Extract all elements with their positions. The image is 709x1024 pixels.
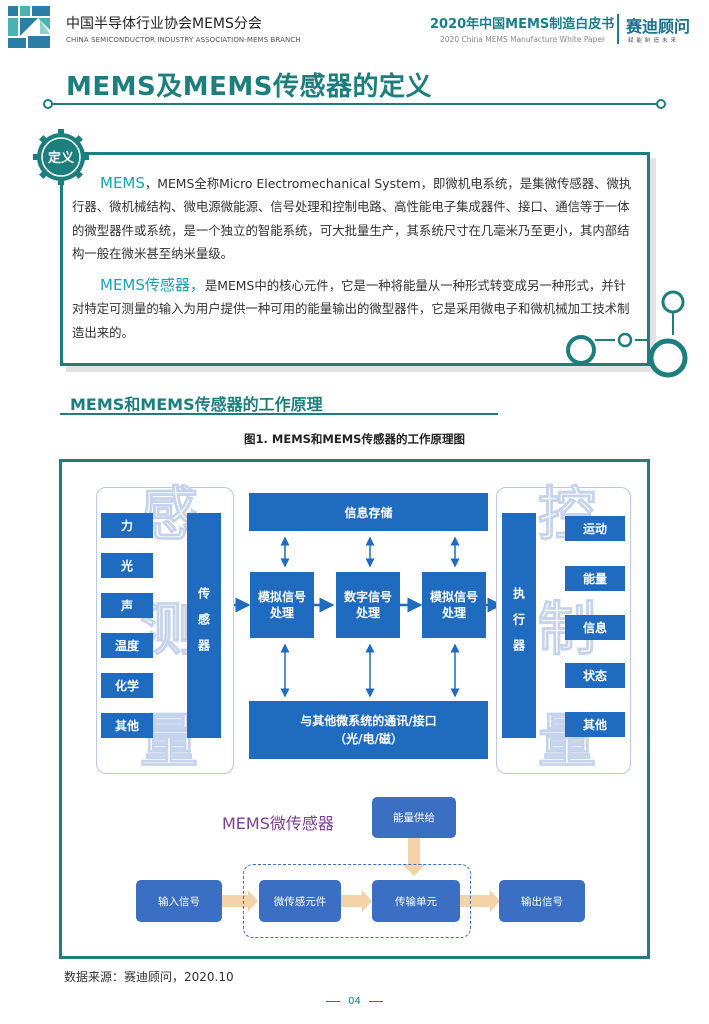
output-other: 其他 (565, 712, 625, 737)
communication-types: （光/电/磁） (334, 732, 403, 746)
association-name-en: CHINA SEMICONDUCTOR INDUSTRY ASSOCIATION… (66, 36, 301, 44)
page-number-value: 04 (348, 996, 361, 1007)
output-information: 信息 (565, 615, 625, 640)
input-chemical: 化学 (101, 673, 153, 698)
sensor-block: 传感器 (187, 513, 221, 738)
communication-block: 与其他微系统的通讯/接口 （光/电/磁） (249, 701, 488, 759)
title-underline (50, 103, 660, 105)
input-temperature: 温度 (101, 633, 153, 658)
communication-label: 与其他微系统的通讯/接口 (300, 714, 437, 728)
figure-frame (59, 459, 650, 959)
data-source: 数据来源：赛迪顾问，2020.10 (64, 970, 234, 984)
definition-box (60, 152, 650, 366)
whitepaper-title-en: 2020 China MEMS Manufacture White Paper (440, 35, 606, 44)
definition-badge-label: 定义 (47, 151, 74, 166)
output-motion: 运动 (565, 516, 625, 541)
title-line-dot-right (656, 99, 666, 109)
section-underline (60, 413, 498, 415)
input-force: 力 (101, 513, 153, 538)
definition-badge-icon (33, 129, 89, 185)
title-line-dot-left (43, 99, 53, 109)
input-sound: 声 (101, 593, 153, 618)
output-state: 状态 (565, 663, 625, 688)
input-signal-block: 输入信号 (136, 880, 222, 922)
micro-sensing-element-block: 微传感元件 (259, 880, 341, 922)
decorative-circles (566, 290, 688, 378)
ccid-slogan: 赋能制造未来 (628, 38, 680, 44)
transfer-unit-block: 传输单元 (372, 880, 460, 922)
section-title: MEMS和MEMS传感器的工作原理 (70, 395, 323, 414)
ccid-logo: 赛迪顾问 (626, 17, 691, 36)
mems-definition-text: ，MEMS全称Micro Electromechanical System，即微… (72, 176, 632, 261)
figure-caption: 图1. MEMS和MEMS传感器的工作原理图 (244, 432, 465, 446)
definition-paragraph-2: MEMS传感器，是MEMS中的核心元件，它是一种将能量从一种形式转变成另一种形式… (72, 274, 637, 344)
association-logo (8, 6, 50, 48)
output-signal-block: 输出信号 (499, 880, 585, 922)
header-divider (617, 14, 619, 44)
association-name-cn: 中国半导体行业协会MEMS分会 (66, 16, 262, 32)
input-other: 其他 (101, 713, 153, 738)
page-number: 04 (0, 996, 709, 1007)
micro-sensor-boundary (243, 864, 471, 938)
digital-processing: 数字信号处理 (336, 572, 400, 638)
definition-paragraph-1: MEMS，MEMS全称Micro Electromechanical Syste… (72, 172, 637, 265)
mems-micro-sensor-title: MEMS微传感器 (222, 814, 334, 833)
output-energy: 能量 (565, 566, 625, 591)
mems-keyword: MEMS (100, 174, 145, 192)
energy-supply-block: 能量供给 (372, 797, 456, 838)
whitepaper-title-cn: 2020年中国MEMS制造白皮书 (430, 17, 615, 32)
mems-sensor-keyword: MEMS传感器， (100, 276, 205, 294)
info-storage-block: 信息存储 (249, 493, 488, 531)
analog-processing-left: 模拟信号处理 (250, 572, 314, 638)
input-light: 光 (101, 553, 153, 578)
actuator-block: 执行器 (502, 513, 536, 738)
page-title: MEMS及MEMS传感器的定义 (66, 72, 432, 102)
analog-processing-right: 模拟信号处理 (422, 572, 486, 638)
mems-sensor-definition-text: 是MEMS中的核心元件，它是一种将能量从一种形式转变成另一种形式，并针对特定可测… (72, 278, 630, 340)
